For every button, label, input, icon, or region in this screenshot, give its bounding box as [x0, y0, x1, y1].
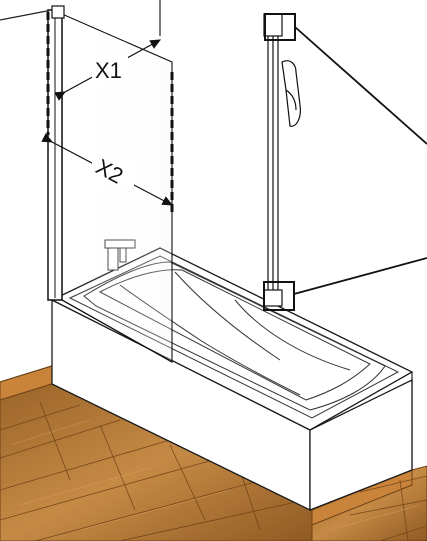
wooden-floor — [0, 365, 427, 541]
dimension-x1: X1 — [54, 39, 162, 101]
callout-top-bracket — [264, 13, 427, 145]
x1-label: X1 — [95, 58, 122, 83]
shower-pole — [263, 13, 301, 307]
callout-bottom-bracket — [263, 257, 427, 311]
dimension-x2: X2 — [41, 133, 174, 206]
